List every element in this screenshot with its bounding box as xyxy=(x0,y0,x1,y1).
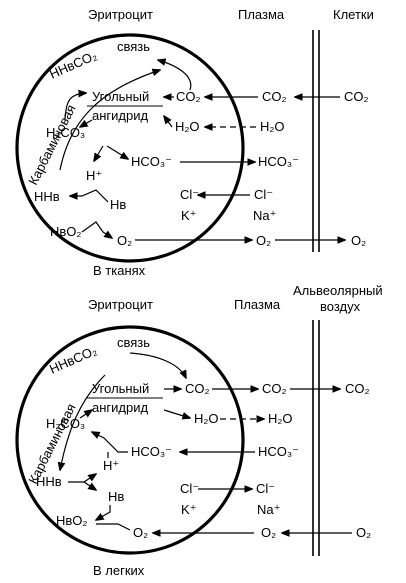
cl-in-cell-lungs: Cl⁻ xyxy=(180,481,199,496)
carbamino-label: Карбаминовая xyxy=(25,102,78,187)
hco3-plasma-lungs: HCO₃⁻ xyxy=(258,444,299,459)
hhbco2-label: HНвCO₂ xyxy=(47,48,99,82)
o2-cells: O₂ xyxy=(351,233,366,248)
k-plus: K⁺ xyxy=(181,208,197,223)
h2o-plasma: H₂O xyxy=(260,119,285,134)
link-label-lungs: связь xyxy=(117,335,150,350)
h2co3-to-anhydrase-arrow xyxy=(79,410,92,419)
hb-to-hbo2-arrow xyxy=(96,505,111,520)
link-label: связь xyxy=(117,39,150,54)
hb-lungs: Нв xyxy=(108,489,124,504)
k-plus-lungs: K⁺ xyxy=(181,502,197,517)
anhydrase-line2: ангидрид xyxy=(92,108,148,123)
hhb: HНв xyxy=(34,189,60,204)
anhydrase-line2-lungs: ангидрид xyxy=(92,400,148,415)
o2-alveolar: O₂ xyxy=(356,525,371,540)
co2-cells: CO₂ xyxy=(344,89,369,104)
h2co3-to-hplus-arrow xyxy=(94,145,104,161)
carbamino-release-arrow xyxy=(129,352,186,378)
h2o-in-cell: H₂O xyxy=(175,119,200,134)
caption-lungs: В легких xyxy=(93,563,145,578)
hbo2-dissociation-arrow xyxy=(81,221,112,238)
anhydrase-line1: Угольный xyxy=(92,89,149,104)
hb: Нв xyxy=(110,197,126,212)
h2o-plasma-lungs: H₂O xyxy=(268,411,293,426)
alveolar-header-line2: воздух xyxy=(320,299,361,314)
h2co3-to-hco3-arrow xyxy=(106,145,128,159)
erythrocyte-membrane-lungs xyxy=(15,325,245,555)
cl-plasma: Cl⁻ xyxy=(254,187,273,202)
erythrocyte-header: Эритроцит xyxy=(88,7,153,22)
hbo2-lungs: НвO₂ xyxy=(56,513,87,528)
co2-in-cell-lungs: CO₂ xyxy=(185,381,210,396)
h-plus: H⁺ xyxy=(86,168,102,183)
anhydrase-line1-lungs: Угольный xyxy=(92,381,149,396)
na-plus-lungs: Na⁺ xyxy=(257,502,280,517)
o2-plasma: O₂ xyxy=(256,233,271,248)
anhydrase-curve-arrow xyxy=(64,93,86,121)
o2-plasma-lungs: O₂ xyxy=(261,525,276,540)
cl-in-cell: Cl⁻ xyxy=(180,187,199,202)
plasma-header-lungs: Плазма xyxy=(234,297,281,312)
na-plus: Na⁺ xyxy=(253,208,276,223)
erythrocyte-membrane xyxy=(15,33,245,263)
co2-plasma-lungs: CO₂ xyxy=(262,381,287,396)
plasma-header: Плазма xyxy=(238,7,285,22)
hb-binding-bracket xyxy=(70,189,109,203)
panel-lungs: Эритроцит Плазма Альвеолярный воздух Кар… xyxy=(15,283,383,578)
carbamino-arrow xyxy=(59,70,160,171)
hhbco2-label-lungs: HНвCO₂ xyxy=(47,343,99,377)
co2-to-carbamino-arrow xyxy=(158,60,192,91)
co2-plasma: CO₂ xyxy=(262,89,287,104)
caption-tissues: В тканях xyxy=(93,263,146,278)
hhb-to-carbamino-arrow xyxy=(60,374,106,470)
panel-tissues: Эритроцит Плазма Клетки Карбаминовая HНв… xyxy=(15,7,374,278)
hco3-plasma: HCO₃⁻ xyxy=(258,154,299,169)
cells-header: Клетки xyxy=(333,7,374,22)
h-plus-lungs: H⁺ xyxy=(103,458,119,473)
h2o-to-anhydrase-arrow xyxy=(164,116,173,128)
cl-plasma-lungs: Cl⁻ xyxy=(256,481,275,496)
h2co3: H₂CO₃ xyxy=(46,125,85,140)
anhydrase-to-h2co3-arrow xyxy=(80,119,93,127)
erythrocyte-header-lungs: Эритроцит xyxy=(88,297,153,312)
hhb-to-hb-arrow xyxy=(83,481,96,490)
hbo2: НвO₂ xyxy=(50,224,81,239)
co2-in-cell: CO₂ xyxy=(176,89,201,104)
o2-in-cell: O₂ xyxy=(117,233,132,248)
alveolar-header-line1: Альвеолярный xyxy=(293,283,383,298)
hco3-in-cell-lungs: HCO₃⁻ xyxy=(131,444,172,459)
hco3-in-cell: HCO₃⁻ xyxy=(131,154,172,169)
o2-to-hbo2-arrow xyxy=(96,523,131,531)
o2-in-cell-lungs: O₂ xyxy=(133,525,148,540)
hhb-dissociation-arrow xyxy=(68,474,96,483)
co2-alveolar: CO₂ xyxy=(345,381,370,396)
anhydrase-to-h2o-arrow xyxy=(163,409,190,418)
h2o-in-cell-lungs: H₂O xyxy=(194,411,219,426)
hhb-lungs: HНв xyxy=(36,474,62,489)
hco3-combine-bracket xyxy=(92,432,128,453)
h2co3-lungs: H₂CO₃ xyxy=(46,416,85,431)
